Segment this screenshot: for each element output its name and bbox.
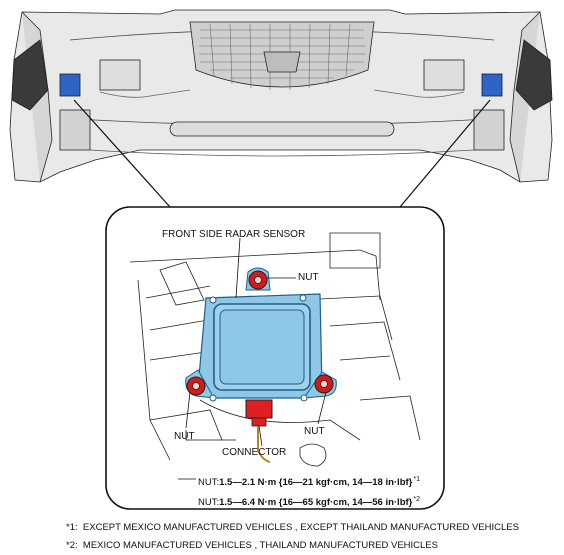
lower-intake (169, 121, 395, 137)
label-nut-left: NUT (174, 431, 195, 442)
right-bracket (423, 59, 465, 91)
bumper-outline (9, 9, 553, 183)
footnote-mark: *2: (66, 540, 78, 551)
footnote-text: EXCEPT MEXICO MANUFACTURED VEHICLES , EX… (82, 522, 519, 533)
front-bumper-illustration (9, 9, 553, 183)
label-nut-top: NUT (298, 272, 319, 283)
footnote-text: MEXICO MANUFACTURED VEHICLES , THAILAND … (82, 540, 438, 551)
bg-lower-left (149, 409, 223, 441)
footnote-2: *2: MEXICO MANUFACTURED VEHICLES , THAIL… (66, 540, 438, 552)
connector-harness (257, 426, 271, 463)
right-radar-sensor-overview (481, 73, 503, 97)
detail-background-structure (129, 232, 421, 467)
leader-nut-right (317, 391, 327, 425)
torque-spec-ref: *2 (413, 496, 420, 503)
torque-spec-label: NUT: (198, 497, 220, 508)
bg-bar-6 (329, 321, 401, 381)
torque-spec-1: NUT:1.5—2.1 N·m {16—21 kgf·cm, 14—18 in·… (198, 474, 420, 489)
label-connector: CONNECTOR (222, 447, 287, 458)
leader-sensor (235, 237, 241, 299)
left-bracket (99, 59, 141, 91)
nut-top-center (254, 276, 262, 284)
connector-lock (251, 417, 267, 427)
harness-left (99, 89, 191, 98)
bg-bar-4 (149, 351, 207, 361)
bg-lower-right (359, 395, 421, 441)
bg-bar-5 (299, 295, 393, 341)
harness-right (373, 89, 465, 98)
torque-spec-2: NUT:1.5—6.4 N·m {16—65 kgf·cm, 14—56 in·… (198, 494, 420, 509)
bg-frame-upper (129, 249, 381, 301)
nut-top (248, 270, 268, 290)
bg-bracket-top (329, 232, 381, 269)
sensor-corner-boss (300, 394, 308, 402)
right-lower-bracket (473, 109, 505, 151)
bg-bar-7 (339, 355, 391, 361)
sensor-corner-boss (209, 296, 217, 304)
bg-bar-2 (145, 285, 211, 299)
zoom-line-left (73, 99, 171, 208)
left-lower-bracket (59, 109, 91, 151)
torque-spec-value: 1.5—6.4 N·m {16—65 kgf·cm, 14—56 in·lbf} (219, 497, 413, 508)
leader-torque (185, 430, 236, 441)
connector-body (245, 399, 273, 419)
footnote-1: *1: EXCEPT MEXICO MANUFACTURED VEHICLES … (66, 522, 519, 534)
leader-connector (258, 425, 263, 447)
nut-right-center (320, 380, 328, 388)
zoom-line-right (399, 99, 491, 208)
left-liner (11, 39, 49, 111)
leader-nut-left (185, 391, 191, 429)
footnote-mark: *1: (66, 522, 78, 533)
nut-left (186, 376, 206, 396)
bumper-bottom-contour (89, 149, 475, 157)
left-radar-sensor-overview (59, 73, 81, 97)
bg-bar-3 (149, 319, 209, 331)
sensor-corner-boss (209, 394, 217, 402)
label-nut-right: NUT (304, 426, 325, 437)
torque-spec-label: NUT: (198, 477, 220, 488)
sensor-corner-boss (299, 294, 307, 302)
nut-left-center (192, 382, 200, 390)
bg-lower-boss (299, 443, 327, 467)
emblem-mount (263, 51, 301, 73)
nut-right (314, 374, 334, 394)
sensor-face-inner (219, 309, 305, 385)
leader-lines (185, 237, 327, 447)
torque-spec-value: 1.5—2.1 N·m {16—21 kgf·cm, 14—18 in·lbf} (219, 477, 413, 488)
label-front-side-radar-sensor: FRONT SIDE RADAR SENSOR (162, 229, 306, 240)
torque-spec-ref: *1 (413, 476, 420, 483)
right-liner (515, 39, 553, 111)
